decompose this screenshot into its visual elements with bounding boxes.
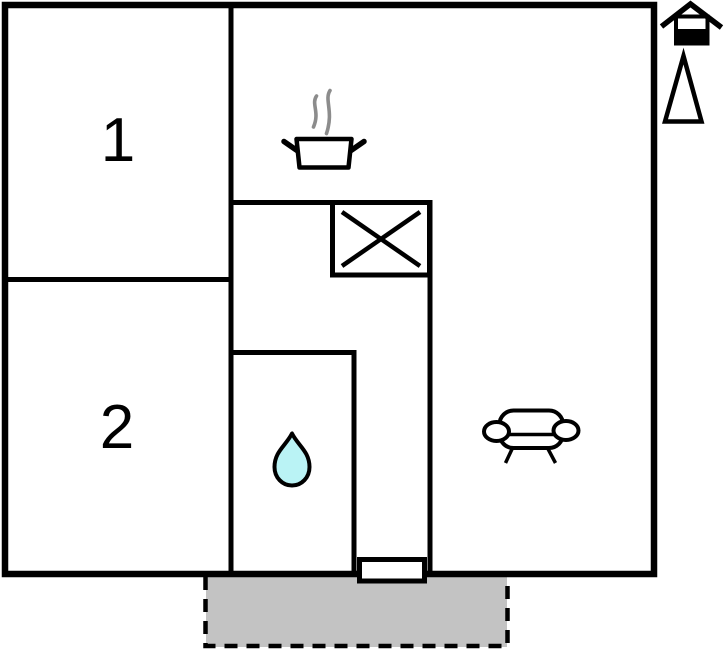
house-roof [659,0,724,30]
sofa-armrest-right [551,419,581,442]
stove-crossbox-icon [330,200,432,278]
pot-handle-left [281,138,300,154]
entrance-door [357,557,427,584]
house-icon [659,0,724,46]
stove-cross-line-2 [340,210,422,268]
steam-wave-left [311,94,319,129]
tree-icon [662,47,705,124]
terrace [203,577,510,649]
terrace-dashed-border [203,577,510,649]
terrace-fill [206,577,507,647]
steam-wave-right [324,88,332,136]
room-1-label: 1 [100,106,136,175]
cooking-pot-icon [281,88,367,170]
house-body-filled-half [674,29,710,46]
pot-handle-right [348,138,367,154]
pot-body [294,136,354,170]
sofa-armrest-left [482,420,511,443]
room-2-label: 2 [99,393,135,462]
steam-icon [311,88,332,136]
water-drop-icon [272,431,312,488]
sofa-icon [482,408,581,464]
